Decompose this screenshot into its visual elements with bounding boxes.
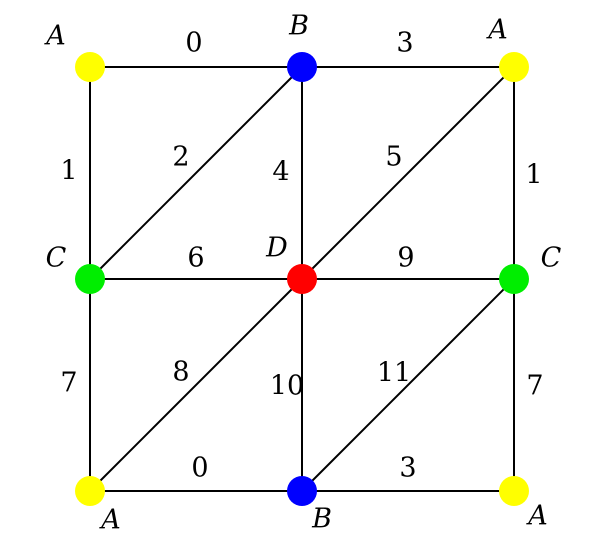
vertex-center	[287, 264, 317, 294]
edge-label: 6	[187, 243, 204, 274]
edge-middle-left-top-middle	[89, 66, 303, 280]
vertex-label-middle-right: C	[541, 243, 562, 274]
edge-bottom-left-center	[89, 278, 303, 492]
vertex-label-top-middle: B	[288, 11, 309, 42]
edge-label: 8	[172, 357, 189, 388]
vertex-bottom-right	[499, 476, 529, 506]
vertex-middle-right	[499, 264, 529, 294]
edge-label: 0	[191, 453, 208, 484]
vertex-bottom-middle	[287, 476, 317, 506]
vertex-label-top-right: A	[485, 15, 508, 46]
vertex-label-middle-left: C	[46, 243, 67, 274]
edge-label: 7	[526, 371, 543, 402]
vertex-top-right	[499, 52, 529, 82]
edge-label: 7	[60, 368, 77, 399]
vertex-top-left	[75, 52, 105, 82]
vertex-labels-layer: A B A C D C A B A	[43, 11, 561, 536]
vertex-label-bottom-middle: B	[311, 504, 332, 535]
edge-label: 5	[385, 142, 402, 173]
edge-label: 1	[525, 160, 542, 191]
vertex-label-bottom-right: A	[525, 501, 548, 532]
edge-label: 11	[377, 358, 411, 389]
edge-label: 3	[399, 453, 416, 484]
edge-labels-layer: 0 3 1 2 4 5 1 6 9 7 8 10 11 7 0 3	[60, 28, 543, 484]
edge-label: 9	[397, 243, 414, 274]
edges-layer	[89, 66, 515, 492]
edge-label: 2	[172, 142, 189, 173]
vertices-layer	[75, 52, 529, 506]
edge-label: 3	[396, 28, 413, 59]
edge-bottom-middle-middle-right	[301, 278, 515, 492]
edge-center-top-right	[301, 66, 515, 280]
edge-label: 4	[272, 157, 289, 188]
edge-label: 1	[60, 156, 77, 187]
vertex-top-middle	[287, 52, 317, 82]
vertex-middle-left	[75, 264, 105, 294]
edge-label: 0	[185, 28, 202, 59]
vertex-bottom-left	[75, 476, 105, 506]
edge-label: 10	[270, 371, 304, 402]
vertex-label-top-left: A	[43, 21, 66, 52]
vertex-label-center: D	[265, 233, 288, 264]
vertex-label-bottom-left: A	[98, 505, 121, 536]
